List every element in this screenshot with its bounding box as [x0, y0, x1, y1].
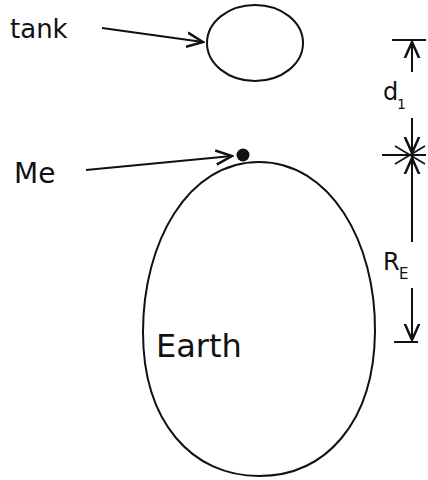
dimension-tick	[394, 341, 418, 343]
dimension-line	[411, 42, 413, 72]
node-text: Earth	[156, 330, 242, 362]
dimension-tick	[395, 146, 425, 164]
leader-arrow	[102, 28, 203, 42]
dimension-subscript: 1	[397, 97, 406, 111]
dimension-label: d	[383, 80, 398, 104]
me-label: Me	[14, 160, 55, 188]
earth-shape: Earth	[140, 160, 378, 478]
dimension-line	[411, 158, 413, 242]
dimension-label: R	[383, 250, 400, 274]
tank-circle	[207, 5, 303, 81]
dimension-line	[411, 288, 413, 340]
dimension-tick	[392, 39, 426, 41]
dimension-tick	[382, 154, 426, 156]
earth-outline-path	[143, 162, 375, 476]
dimension-line	[411, 118, 413, 153]
tank-label: tank	[10, 16, 68, 42]
leader-arrow	[86, 156, 232, 170]
earth-outline	[140, 160, 378, 478]
dimension-tick	[395, 146, 425, 164]
dimension-subscript: E	[399, 267, 408, 282]
me-dot	[237, 149, 250, 162]
